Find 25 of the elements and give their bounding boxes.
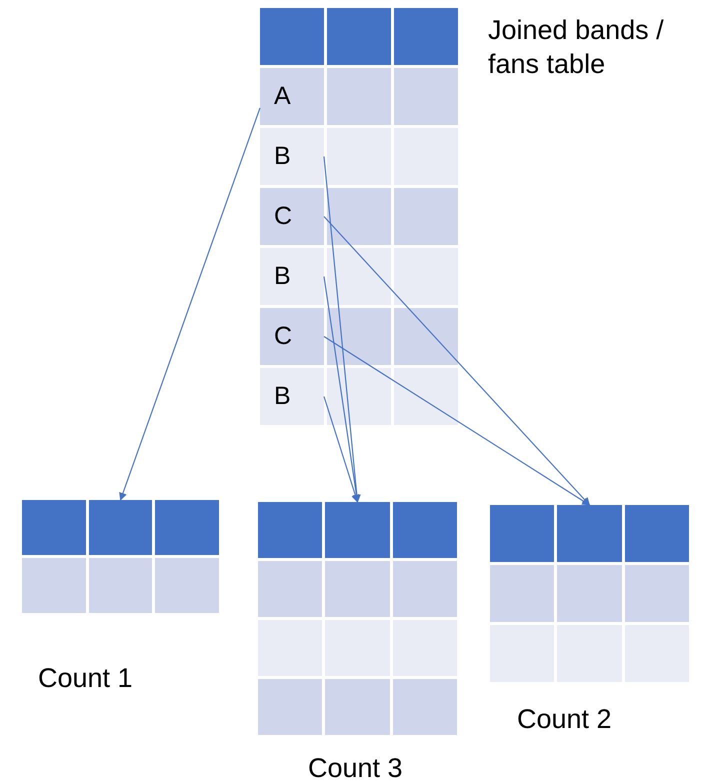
arrow xyxy=(324,216,590,506)
row-letter: C xyxy=(274,322,292,351)
table-cell xyxy=(260,248,324,305)
arrow xyxy=(323,396,360,503)
table-cell xyxy=(260,68,324,125)
row-letter: C xyxy=(274,202,292,231)
table-caption: Joined bands / fans table xyxy=(488,14,665,81)
arrow xyxy=(323,276,360,503)
table xyxy=(260,8,458,425)
table-caption: Count 1 xyxy=(38,662,134,695)
table-caption: Count 3 xyxy=(308,752,404,784)
table-cell xyxy=(260,368,324,425)
row-letter: B xyxy=(274,142,291,171)
row-letter: B xyxy=(274,382,291,411)
row-letter: A xyxy=(274,82,291,111)
arrow xyxy=(119,108,261,501)
arrow xyxy=(324,336,590,506)
table-cell xyxy=(260,188,324,245)
table xyxy=(490,505,689,682)
table-cell xyxy=(260,128,324,185)
table xyxy=(22,500,219,613)
table-cell xyxy=(260,308,324,365)
table-caption: Count 2 xyxy=(517,703,613,736)
row-letter: B xyxy=(274,262,291,291)
table xyxy=(258,502,457,735)
